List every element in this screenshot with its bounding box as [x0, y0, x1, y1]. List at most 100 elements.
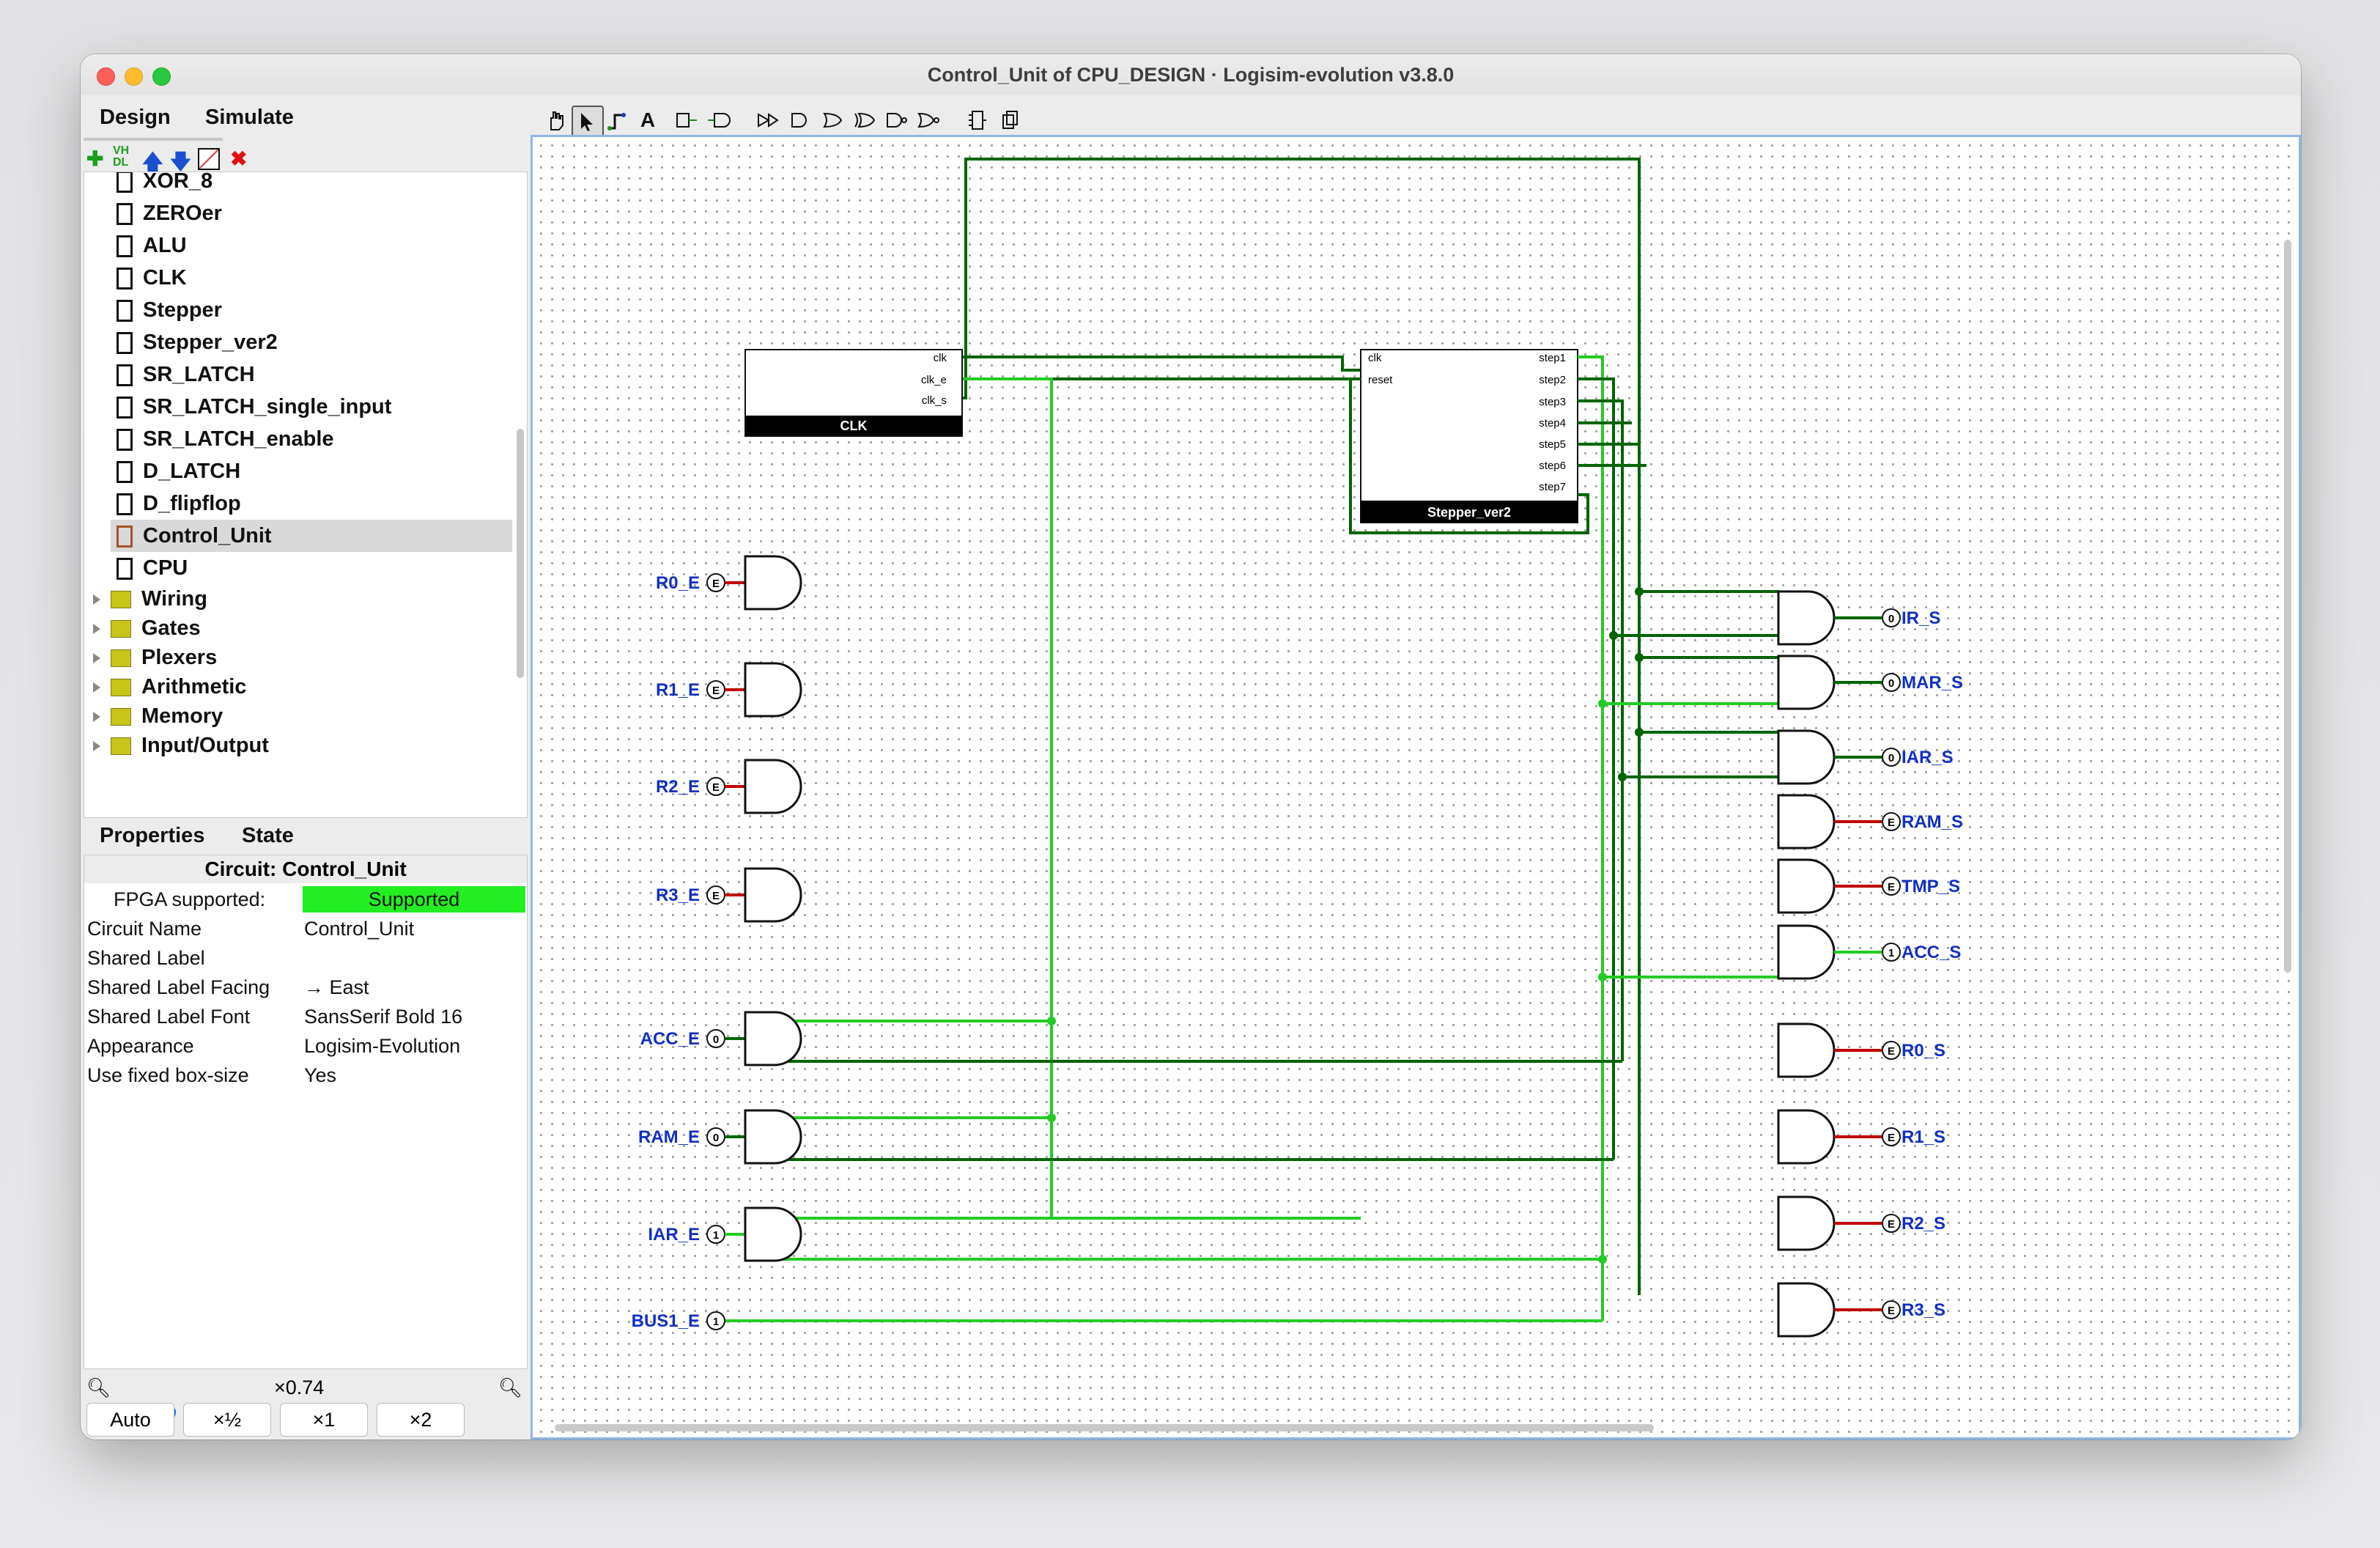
- edit-appearance-icon[interactable]: [198, 148, 220, 170]
- text-tool-icon[interactable]: A: [640, 108, 656, 131]
- move-up-arrow-icon[interactable]: 🡅: [142, 150, 163, 173]
- tree-item-arithmetic[interactable]: Arithmetic: [93, 671, 246, 703]
- close-window-button[interactable]: [97, 67, 115, 86]
- and-gate[interactable]: [744, 1206, 802, 1262]
- add-circuit-plus-icon[interactable]: ✚: [86, 147, 104, 170]
- and-gate[interactable]: [1777, 1022, 1836, 1078]
- and-gate[interactable]: [1777, 794, 1836, 849]
- expand-triangle-icon[interactable]: [93, 741, 100, 752]
- output-pin[interactable]: [1882, 812, 1901, 831]
- tree-item-sr-latch-single-input[interactable]: SR_LATCH_single_input: [117, 391, 391, 423]
- zoom-half-button[interactable]: ×½: [183, 1403, 271, 1437]
- and-gate[interactable]: [1777, 1282, 1836, 1338]
- zoom-auto-button[interactable]: Auto: [86, 1403, 174, 1437]
- property-row-fixed-box[interactable]: Use fixed box-size Yes: [84, 1061, 527, 1090]
- tree-item-cpu[interactable]: CPU: [117, 552, 188, 584]
- clk-component[interactable]: CLK clk clk_e clk_s: [744, 349, 963, 437]
- nand-gate-icon[interactable]: [882, 106, 912, 135]
- property-row-label-font[interactable]: Shared Label Font SansSerif Bold 16: [84, 1002, 527, 1031]
- tree-scrollbar[interactable]: [517, 429, 524, 678]
- tree-item-stepper-ver2[interactable]: Stepper_ver2: [117, 326, 278, 358]
- tree-item-xor-8[interactable]: XOR_8: [117, 172, 212, 197]
- property-value[interactable]: Yes: [304, 1064, 337, 1086]
- input-pin[interactable]: [706, 1311, 725, 1330]
- output-pin[interactable]: [1882, 673, 1901, 692]
- tree-item-d-flipflop[interactable]: D_flipflop: [117, 487, 241, 520]
- input-pin-icon[interactable]: [673, 106, 702, 135]
- output-pin-icon[interactable]: [703, 106, 733, 135]
- tree-item-alu[interactable]: ALU: [117, 229, 187, 262]
- move-down-arrow-icon[interactable]: 🡇: [170, 150, 191, 173]
- and-gate[interactable]: [1777, 858, 1836, 914]
- expand-triangle-icon[interactable]: [93, 653, 100, 664]
- expand-triangle-icon[interactable]: [93, 682, 100, 693]
- and-gate[interactable]: [744, 555, 802, 611]
- maximize-window-button[interactable]: [152, 67, 171, 86]
- appearance-icon[interactable]: [995, 106, 1024, 135]
- canvas-horizontal-scrollbar[interactable]: [555, 1424, 1654, 1431]
- output-pin[interactable]: [1882, 877, 1901, 896]
- tree-item-sr-latch-enable[interactable]: SR_LATCH_enable: [117, 423, 334, 455]
- output-pin[interactable]: [1882, 1041, 1901, 1060]
- property-value[interactable]: Logisim-Evolution: [304, 1035, 461, 1057]
- tree-item-wiring[interactable]: Wiring: [93, 583, 207, 615]
- tree-item-memory[interactable]: Memory: [93, 700, 223, 732]
- property-row-label-facing[interactable]: Shared Label Facing → East: [84, 973, 527, 1002]
- and-gate[interactable]: [1777, 924, 1836, 980]
- and-gate[interactable]: [1777, 1109, 1836, 1165]
- property-row-circuit-name[interactable]: Circuit Name Control_Unit: [84, 914, 527, 943]
- tree-item-gates[interactable]: Gates: [93, 612, 201, 644]
- output-pin[interactable]: [1882, 1214, 1901, 1233]
- property-value[interactable]: SansSerif Bold 16: [304, 1006, 463, 1028]
- stepper-component[interactable]: Stepper_ver2 clk reset step1 step2 step3…: [1360, 349, 1578, 523]
- and-gate[interactable]: [744, 1109, 802, 1165]
- property-row-appearance[interactable]: Appearance Logisim-Evolution: [84, 1031, 527, 1061]
- and-gate[interactable]: [1777, 729, 1836, 785]
- tree-item-d-latch[interactable]: D_LATCH: [117, 455, 240, 487]
- nor-gate-icon[interactable]: [914, 106, 944, 135]
- zoom-1x-button[interactable]: ×1: [280, 1403, 368, 1437]
- expand-triangle-icon[interactable]: [93, 624, 100, 635]
- or-gate-icon[interactable]: [818, 106, 847, 135]
- circuit-canvas[interactable]: CLK clk clk_e clk_s Stepper_ver2 clk res…: [531, 135, 2301, 1440]
- zoom-in-icon[interactable]: 🔍︎: [498, 1376, 523, 1398]
- and-gate[interactable]: [744, 1011, 802, 1066]
- tree-item-control-unit[interactable]: Control_Unit: [111, 520, 512, 552]
- tree-item-stepper[interactable]: Stepper: [117, 294, 222, 326]
- output-pin[interactable]: [1882, 1127, 1901, 1146]
- circuit-schematic[interactable]: CLK clk clk_e clk_s Stepper_ver2 clk res…: [533, 137, 2299, 1437]
- output-pin[interactable]: [1882, 608, 1901, 627]
- expand-triangle-icon[interactable]: [93, 594, 100, 605]
- output-pin[interactable]: [1882, 1300, 1901, 1319]
- select-tool-icon[interactable]: [572, 106, 604, 138]
- tab-simulate[interactable]: Simulate: [205, 106, 294, 129]
- and-gate[interactable]: [744, 759, 802, 814]
- minimize-window-button[interactable]: [125, 67, 143, 86]
- and-gate[interactable]: [1777, 590, 1836, 646]
- and-gate[interactable]: [1777, 655, 1836, 710]
- buffer-gate-icon[interactable]: [753, 106, 783, 135]
- tab-properties[interactable]: Properties: [100, 824, 205, 847]
- property-value[interactable]: Control_Unit: [304, 918, 415, 940]
- tab-state[interactable]: State: [242, 824, 294, 847]
- property-row-shared-label[interactable]: Shared Label: [84, 943, 527, 973]
- expand-triangle-icon[interactable]: [93, 712, 100, 723]
- tab-design[interactable]: Design: [100, 106, 171, 129]
- poke-tool-icon[interactable]: [541, 106, 570, 135]
- canvas-vertical-scrollbar[interactable]: [2284, 240, 2291, 973]
- and-gate[interactable]: [744, 867, 802, 923]
- zoom-2x-button[interactable]: ×2: [377, 1403, 465, 1437]
- and-gate-icon[interactable]: [786, 106, 815, 135]
- and-gate[interactable]: [1777, 1195, 1836, 1251]
- xor-gate-icon[interactable]: [850, 106, 879, 135]
- property-value[interactable]: → East: [304, 976, 369, 998]
- zoom-out-icon[interactable]: 🔍︎: [86, 1376, 111, 1398]
- tree-item-zeroer[interactable]: ZEROer: [117, 197, 222, 229]
- wiring-tool-icon[interactable]: [602, 106, 632, 135]
- delete-circuit-icon[interactable]: ✖: [230, 147, 248, 170]
- add-circuit-icon[interactable]: [963, 106, 992, 135]
- output-pin[interactable]: [1882, 943, 1901, 962]
